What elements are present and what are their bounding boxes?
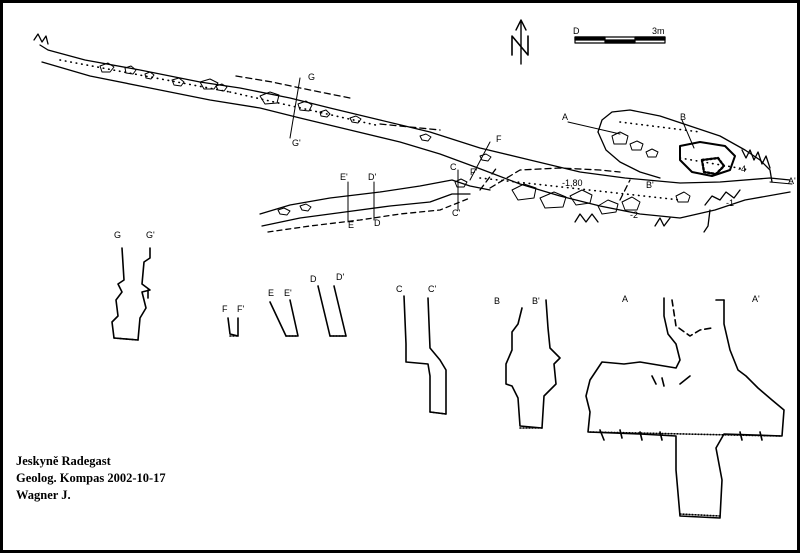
plan-label-c-prime: C': [452, 208, 460, 218]
author-name: Wagner J.: [16, 488, 71, 502]
cross-section-g: [111, 247, 151, 341]
cross-section-e: [269, 299, 299, 337]
plan-label-d-prime: D': [368, 172, 376, 182]
cross-section-b: [505, 299, 561, 429]
section-label-b-prime: B': [532, 296, 540, 306]
section-label-g: G: [114, 230, 121, 240]
scale-end-label: 3m: [652, 26, 665, 36]
section-floor-gravel: [113, 335, 781, 517]
section-label-f-prime: F': [237, 304, 244, 314]
plan-label-g: G: [308, 72, 315, 82]
plan-label-d: D: [374, 218, 381, 228]
upper-chamber-outline: [597, 109, 773, 183]
plan-label-f: F: [496, 134, 502, 144]
section-label-d: D: [310, 274, 317, 284]
plan-label-c: C: [450, 162, 457, 172]
section-label-g-prime: G': [146, 230, 155, 240]
section-label-b: B: [494, 296, 500, 306]
scale-bar: [574, 36, 666, 44]
cross-section-d: [317, 285, 347, 337]
plan-label-a: A: [562, 112, 568, 122]
section-label-e: E: [268, 288, 274, 298]
depth-label-1: -1: [726, 198, 734, 208]
cross-section-a: [585, 297, 785, 519]
plan-label-g-prime: G': [292, 138, 301, 148]
side-passage-outline: [259, 179, 491, 233]
scale-start-label: D: [573, 26, 580, 36]
section-label-e-prime: E': [284, 288, 292, 298]
plan-label-b-prime: B': [646, 180, 654, 190]
section-label-a: A: [622, 294, 628, 304]
section-label-c: C: [396, 284, 403, 294]
map-caption: Jeskyně Radegast Geolog. Kompas 2002-10-…: [16, 453, 192, 504]
gravel-dots: [59, 59, 751, 201]
plan-label-e-prime: E': [340, 172, 348, 182]
plan-section-lines: [289, 77, 793, 223]
section-label-d-prime: D': [336, 272, 344, 282]
plan-label-f-prime: F': [470, 167, 477, 177]
cave-name: Jeskyně Radegast: [16, 454, 111, 468]
plan-label-e: E: [348, 220, 354, 230]
section-label-c-prime: C': [428, 284, 436, 294]
main-passage-outline: [33, 33, 791, 219]
section-label-a-prime: A': [752, 294, 760, 304]
plan-label-a-prime: A': [788, 176, 796, 186]
cross-section-c: [403, 295, 447, 415]
depth-label-180: -1,80: [562, 178, 583, 188]
survey-info: Geolog. Kompas 2002-10-17: [16, 471, 166, 485]
north-arrow: [511, 19, 529, 65]
depth-label-4: -4: [738, 164, 746, 174]
plan-label-b: B: [680, 112, 686, 122]
cross-section-f: [227, 317, 239, 337]
depth-label-2: -2: [630, 210, 638, 220]
section-label-f: F: [222, 304, 228, 314]
